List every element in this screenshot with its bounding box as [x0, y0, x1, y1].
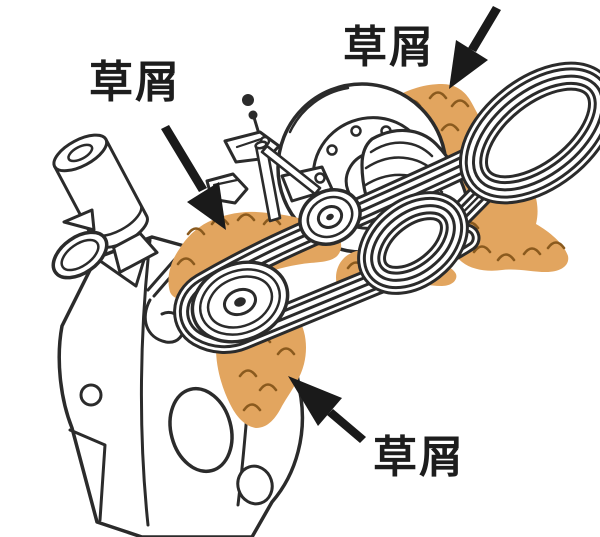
debris-label-bottom: 草屑 — [373, 433, 465, 482]
drive-pulley — [190, 260, 290, 344]
annotation-arrows — [161, 6, 501, 443]
debris-label-top-right: 草屑 — [343, 23, 435, 72]
air-cleaner-cylinder — [52, 133, 159, 274]
tensioner-rods — [254, 140, 322, 223]
arrow-bottom — [288, 376, 366, 443]
mount-wedge — [62, 208, 96, 232]
drive-belt — [173, 61, 600, 354]
debris-label-top-left: 草屑 — [89, 58, 181, 107]
belt-loop-upper-right — [458, 61, 600, 205]
mount-ring — [51, 230, 109, 280]
idler-pulley — [298, 188, 362, 246]
belt-loop-middle — [357, 191, 469, 295]
arrow-top-left — [161, 125, 226, 230]
arrow-top-right — [449, 6, 501, 89]
